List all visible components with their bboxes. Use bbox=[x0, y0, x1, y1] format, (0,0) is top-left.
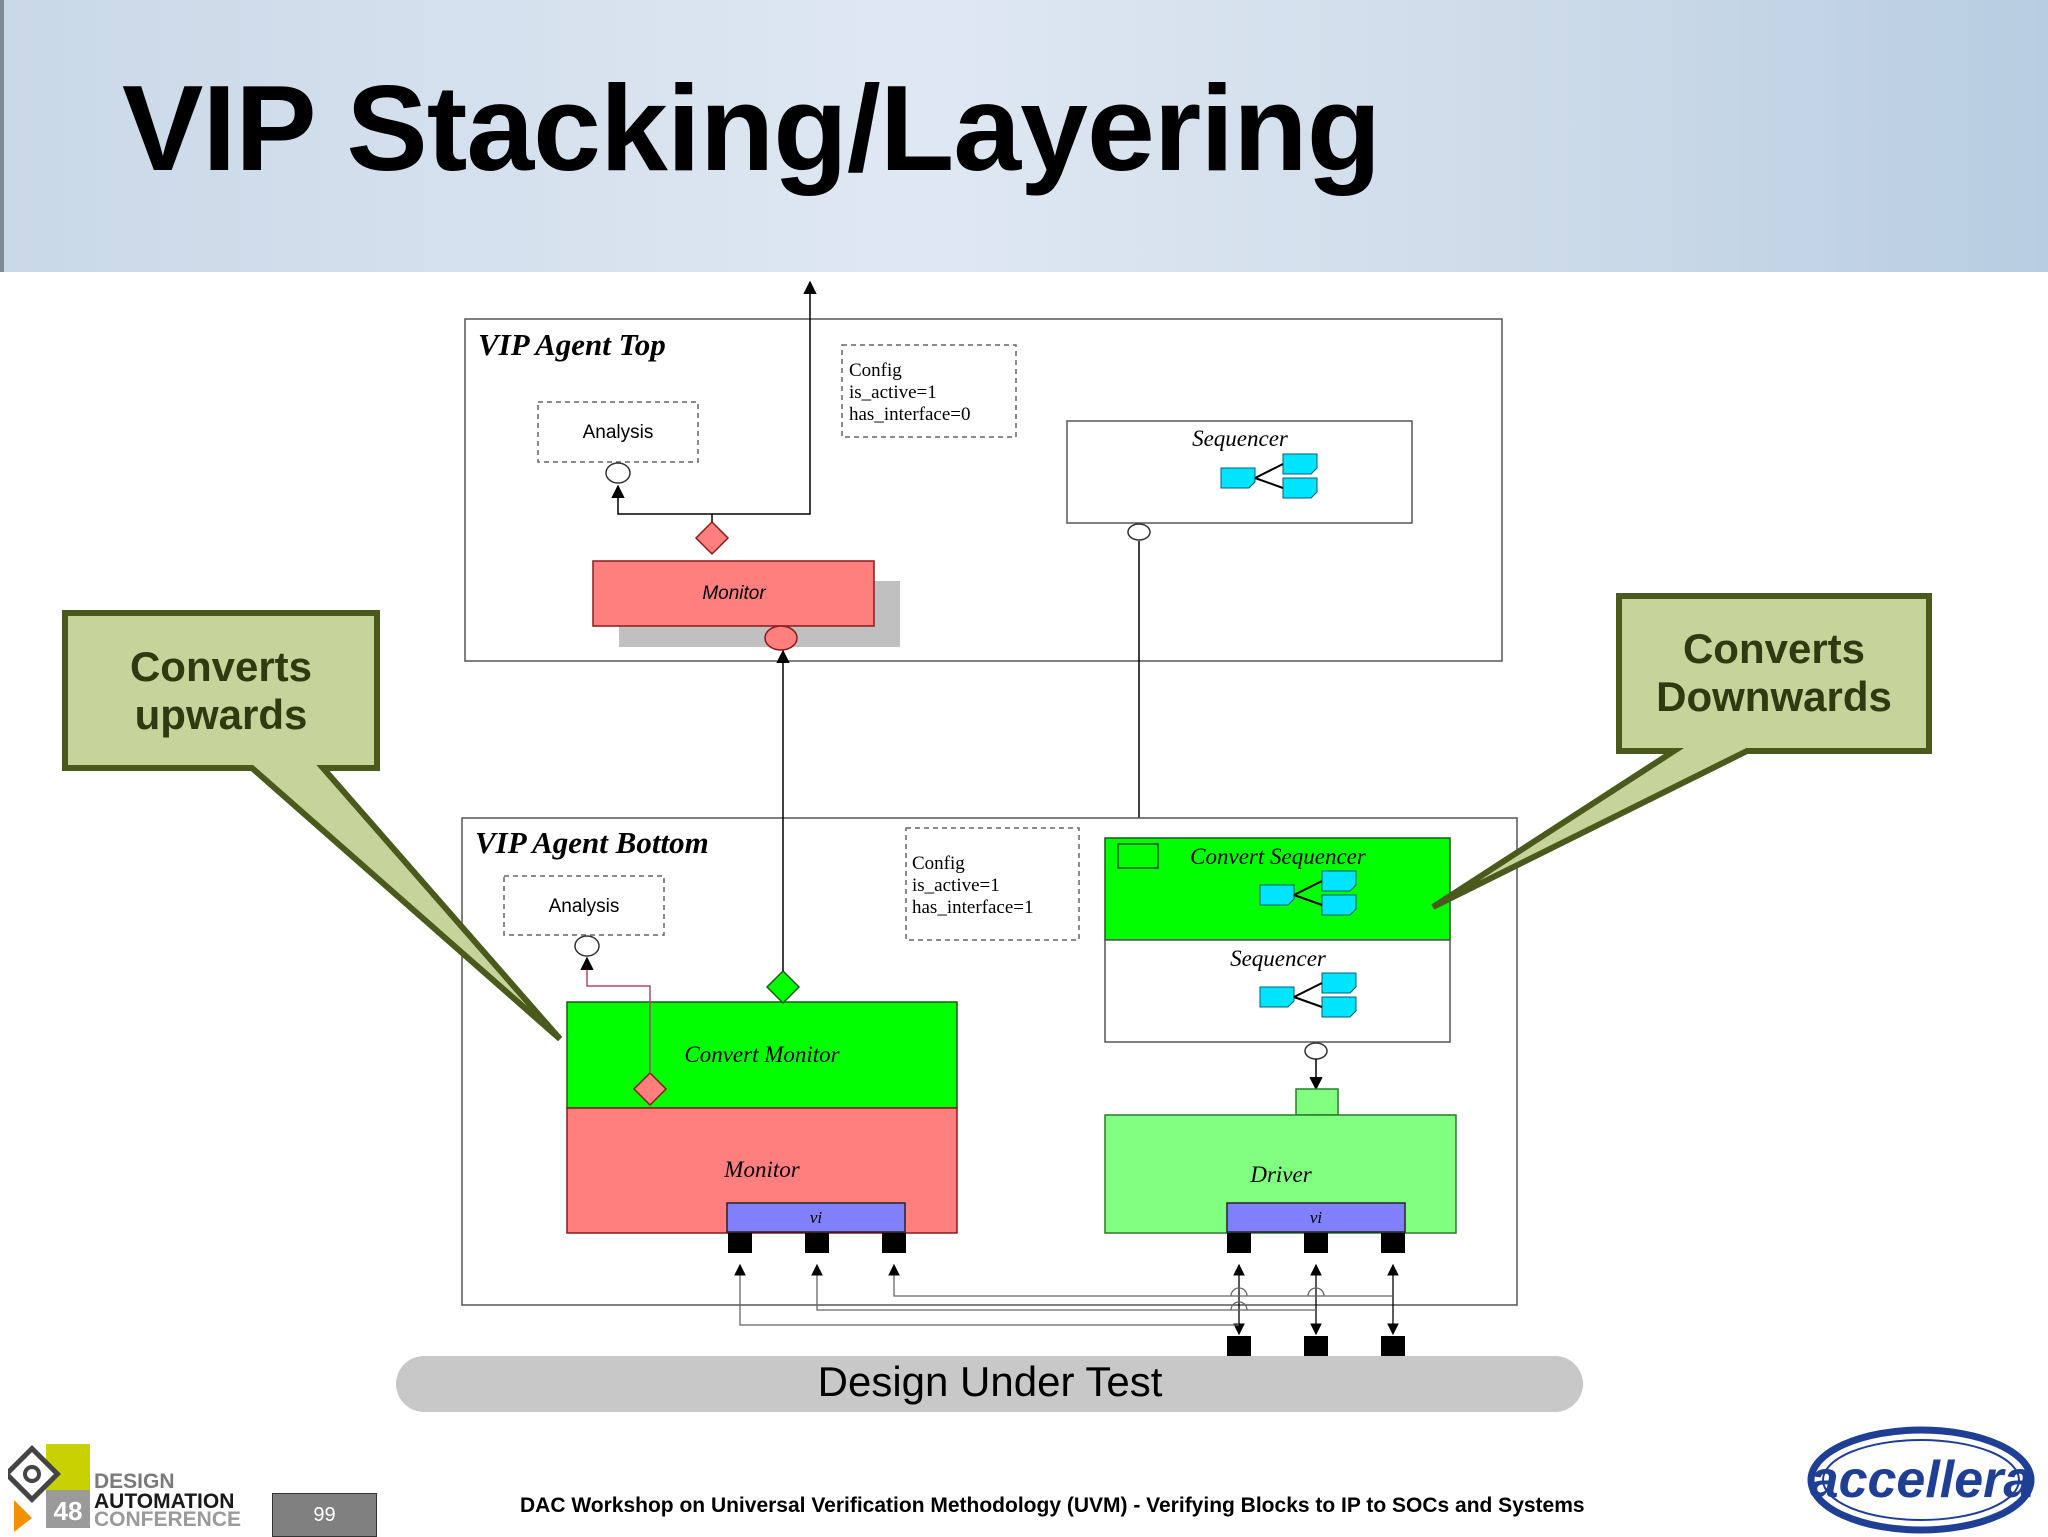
top-monitor-to-analysis-wire bbox=[611, 484, 713, 522]
top-monitor-label: Monitor bbox=[702, 583, 766, 604]
bottom-config-line3: has_interface=1 bbox=[912, 897, 1034, 918]
title-banner bbox=[0, 0, 2048, 272]
driver-seq-port bbox=[1295, 1088, 1339, 1116]
top-config-box bbox=[841, 344, 1017, 438]
monitor-vi-bar bbox=[726, 1202, 906, 1233]
bottom-config-line2: is_active=1 bbox=[912, 875, 1000, 896]
bottom-agent-title: VIP Agent Bottom bbox=[475, 825, 709, 860]
dac-badge-number: 48 bbox=[54, 1496, 83, 1526]
top-analysis-label: Analysis bbox=[583, 422, 654, 443]
monitor-to-analysis-wire bbox=[580, 956, 651, 1073]
monitor-tap-wiring bbox=[734, 1263, 1393, 1326]
top-monitor-upward-wire bbox=[712, 280, 817, 515]
top-config-line3: has_interface=0 bbox=[849, 404, 971, 425]
driver-vi-label: vi bbox=[1310, 1208, 1323, 1227]
driver-label: Driver bbox=[1249, 1162, 1312, 1187]
top-analysis-port bbox=[605, 462, 631, 484]
callout-right bbox=[1431, 593, 1932, 910]
callout-left-line1: Converts bbox=[130, 643, 312, 690]
accellera-oval-icon bbox=[1807, 1426, 2035, 1534]
accellera-wordmark: accellera bbox=[1809, 1451, 2033, 1509]
footer-text: DAC Workshop on Universal Verification M… bbox=[520, 1494, 1585, 1517]
dut-label: Design Under Test bbox=[818, 1358, 1163, 1405]
convert-monitor-box bbox=[566, 1001, 958, 1109]
bottom-config-box bbox=[905, 827, 1080, 941]
interface-wiring bbox=[1233, 1263, 1399, 1336]
callout-left bbox=[62, 610, 563, 1042]
dut-bar bbox=[396, 1356, 1583, 1412]
callout-right-line1: Converts bbox=[1683, 625, 1865, 672]
dac-line-design: DESIGN bbox=[94, 1470, 175, 1493]
top-sequencer-port bbox=[1127, 523, 1151, 541]
convert-monitor-label: Convert Monitor bbox=[684, 1042, 840, 1067]
bottom-config-line1: Config bbox=[912, 853, 965, 874]
callout-left-line2: upwards bbox=[135, 691, 308, 738]
bottom-analysis-box bbox=[503, 875, 665, 936]
callout-right-line2: Downwards bbox=[1656, 673, 1892, 720]
slide-title: VIP Stacking/Layering bbox=[122, 60, 1381, 196]
page-number: 99 bbox=[272, 1493, 377, 1537]
bottom-sequencer-port bbox=[1304, 1042, 1328, 1060]
dac-logo: 48 DESIGN AUTOMATION CONFERENCE bbox=[3, 1442, 248, 1532]
driver-vi-bar bbox=[1226, 1202, 1406, 1233]
top-config-line1: Config bbox=[849, 360, 902, 381]
banner-edge bbox=[0, 0, 4, 272]
convert-monitor-analysis-port bbox=[765, 969, 801, 1005]
top-monitor-port bbox=[764, 625, 798, 651]
monitor-analysis-port bbox=[632, 1071, 668, 1107]
bottom-analysis-port bbox=[574, 935, 600, 957]
bottom-monitor-label: Monitor bbox=[723, 1157, 800, 1182]
driver-pins bbox=[1227, 1233, 1405, 1253]
monitor-pins bbox=[728, 1233, 906, 1253]
top-monitor-analysis-port bbox=[694, 520, 730, 556]
bottom-analysis-label: Analysis bbox=[549, 896, 620, 917]
top-monitor-box bbox=[592, 560, 875, 627]
convert-sequencer-label: Convert Sequencer bbox=[1190, 844, 1367, 869]
top-agent-title: VIP Agent Top bbox=[478, 327, 666, 362]
top-analysis-box bbox=[537, 401, 699, 463]
dac-badge-icon: 48 bbox=[3, 1444, 90, 1532]
accellera-logo: accellera bbox=[1806, 1424, 2036, 1536]
bottom-sequencer-label: Sequencer bbox=[1230, 946, 1327, 971]
dut-pins bbox=[1227, 1336, 1405, 1356]
convert-sequencer-port bbox=[1117, 843, 1159, 869]
dac-line-automation: AUTOMATION bbox=[94, 1490, 235, 1513]
dac-line-conference: CONFERENCE bbox=[94, 1508, 242, 1531]
monitor-vi-label: vi bbox=[810, 1208, 823, 1227]
top-config-line2: is_active=1 bbox=[849, 382, 937, 403]
top-sequencer-label: Sequencer bbox=[1192, 426, 1289, 451]
